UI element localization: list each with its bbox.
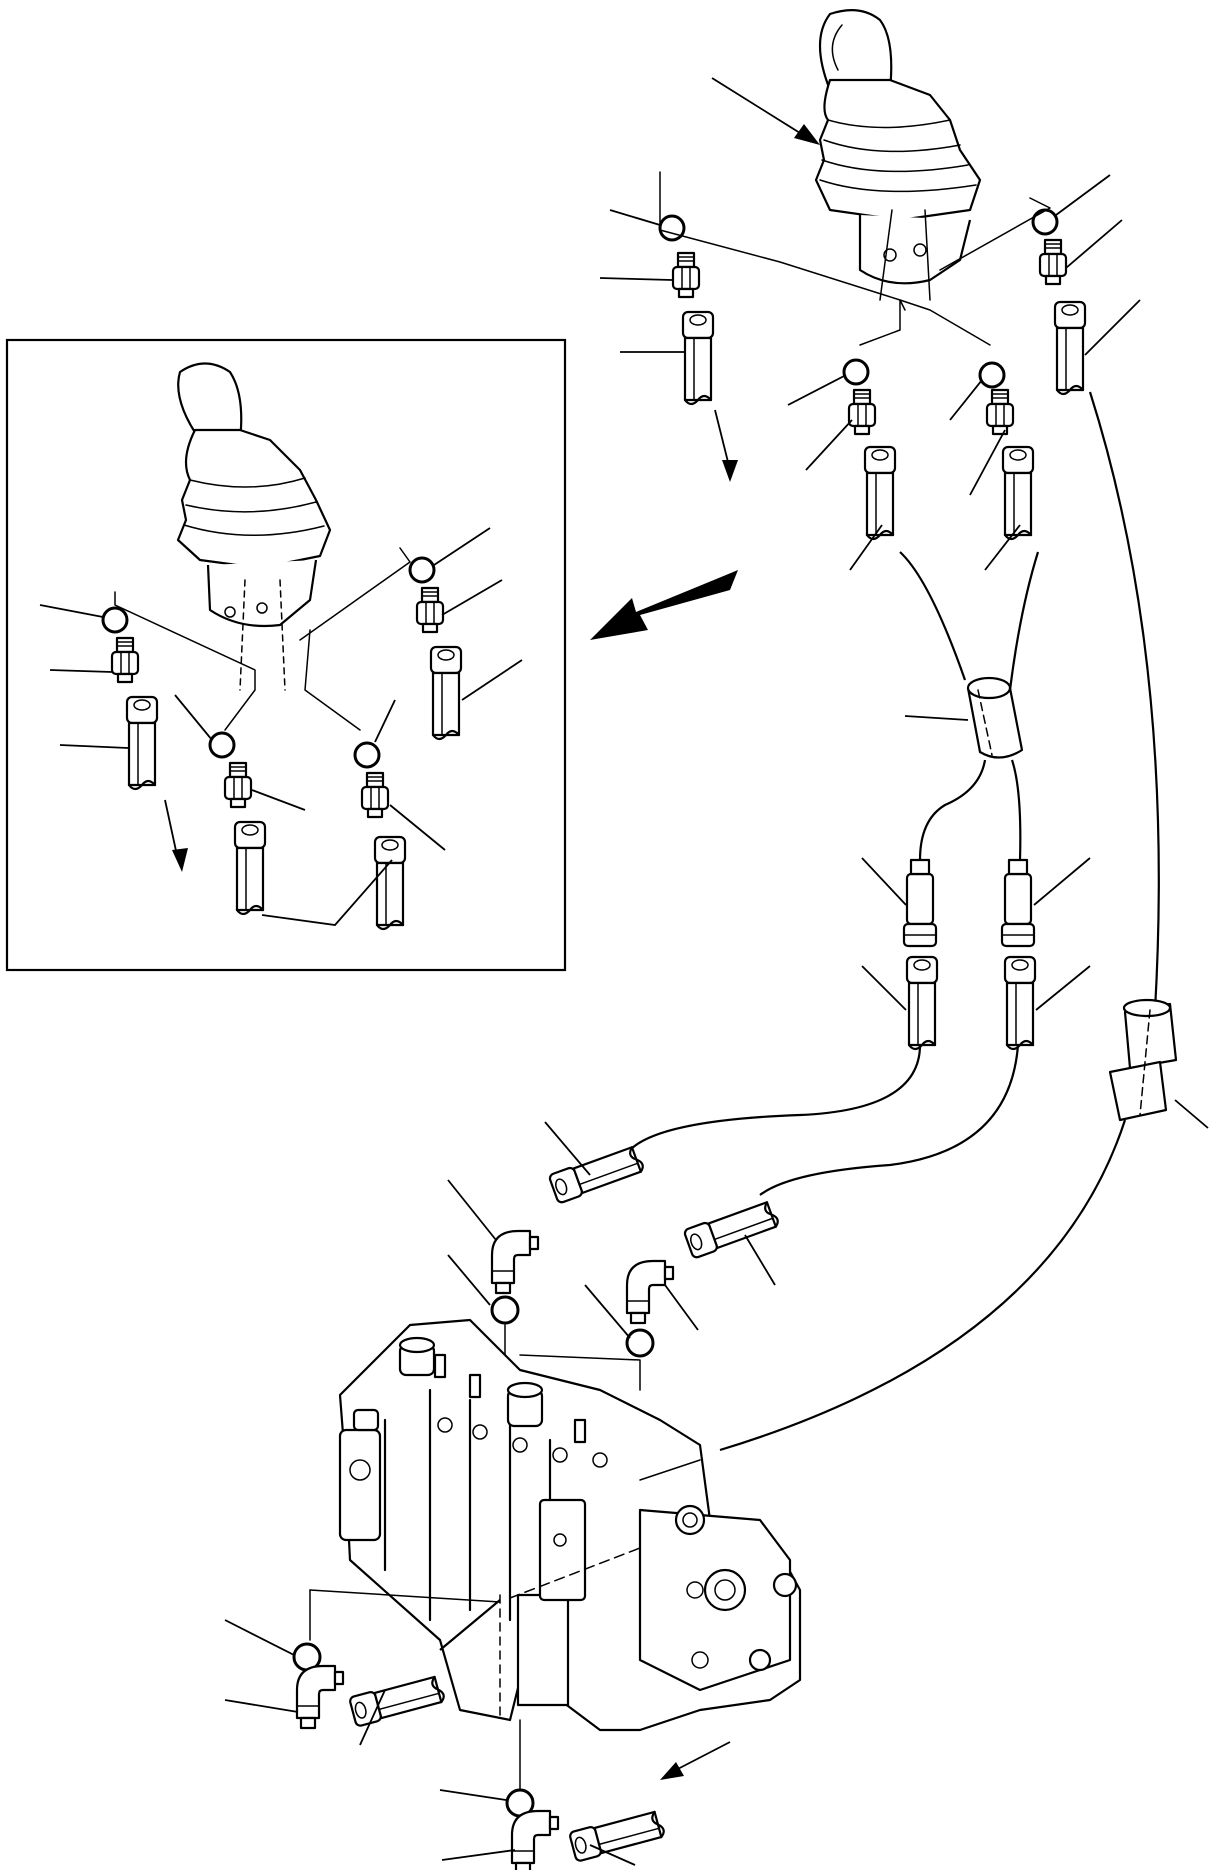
- detail-inset: [5, 338, 567, 972]
- o-ring: [658, 214, 686, 242]
- arrow-icon: [660, 1741, 731, 1780]
- junction-block: [966, 676, 1024, 759]
- arrow-icon: [590, 570, 738, 640]
- joystick-lever: [814, 9, 982, 301]
- arrow-icon: [711, 77, 820, 145]
- hose-coupler: [1108, 998, 1178, 1122]
- control-valve: [338, 1318, 802, 1732]
